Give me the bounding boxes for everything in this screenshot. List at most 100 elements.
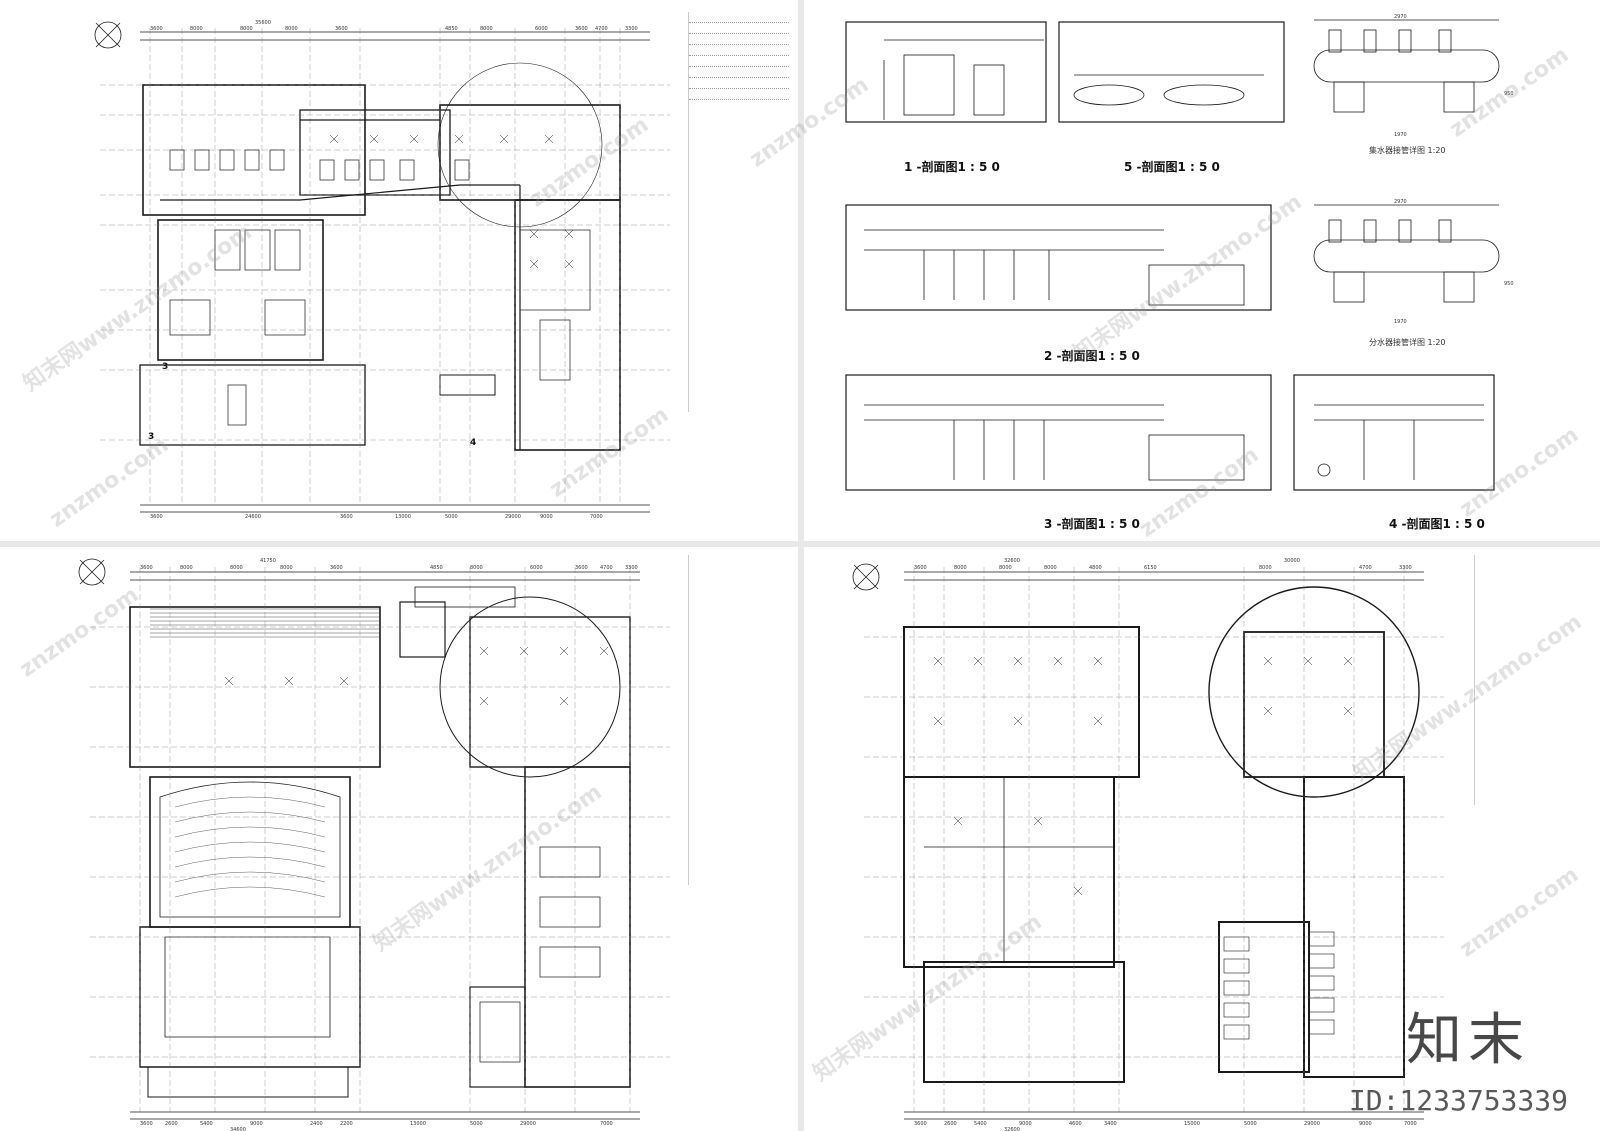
svg-text:8000: 8000 — [954, 565, 967, 571]
equipment-legend-3 — [1474, 555, 1575, 805]
second-floor-drawing: 3600 8000 8000 8000 4800 32600 6150 30000 8000… — [852, 558, 1444, 1131]
detail2-dim-top: 2970 — [1394, 199, 1407, 205]
svg-text:32600: 32600 — [1004, 558, 1020, 564]
svg-text:8000: 8000 — [180, 565, 193, 571]
svg-text:6150: 6150 — [1144, 565, 1157, 571]
svg-text:2400: 2400 — [310, 1121, 323, 1127]
equipment-legend — [688, 12, 789, 412]
section-title-1: 1 -剖面图1 : 5 0 — [904, 160, 1000, 174]
section-title-5: 5 -剖面图1 : 5 0 — [1124, 160, 1220, 174]
svg-text:3600: 3600 — [150, 26, 163, 32]
svg-text:29000: 29000 — [520, 1121, 536, 1127]
sections-drawing: 2970 1970 2970 1970 950 950 — [845, 14, 1514, 491]
svg-text:7000: 7000 — [590, 514, 603, 520]
detail1-dim-top: 2970 — [1394, 14, 1407, 20]
svg-text:3600: 3600 — [140, 1121, 153, 1127]
north-arrow-icon-3 — [852, 563, 880, 591]
detail-title-distributor: 分水器接管详图 1:20 — [1369, 338, 1446, 347]
svg-text:6000: 6000 — [530, 565, 543, 571]
svg-text:8000: 8000 — [240, 26, 253, 32]
svg-text:35600: 35600 — [255, 20, 271, 26]
svg-text:8000: 8000 — [285, 26, 298, 32]
svg-text:3400: 3400 — [1104, 1121, 1117, 1127]
svg-text:24600: 24600 — [245, 514, 261, 520]
detail2-dim-height: 950 — [1504, 281, 1514, 287]
svg-text:15000: 15000 — [1184, 1121, 1200, 1127]
svg-text:3300: 3300 — [625, 26, 638, 32]
svg-text:3300: 3300 — [625, 565, 638, 571]
svg-text:4700: 4700 — [600, 565, 613, 571]
svg-text:32600: 32600 — [1004, 1127, 1020, 1131]
svg-text:8000: 8000 — [470, 565, 483, 571]
detail1-dim-bottom: 1970 — [1394, 132, 1407, 138]
svg-text:29000: 29000 — [505, 514, 521, 520]
sheet-divider-horizontal — [0, 541, 1600, 547]
svg-text:3600: 3600 — [140, 565, 153, 571]
svg-text:7000: 7000 — [1404, 1121, 1417, 1127]
svg-text:4700: 4700 — [595, 26, 608, 32]
brand-logo: 知末 — [1406, 1008, 1530, 1073]
svg-text:8000: 8000 — [280, 565, 293, 571]
svg-text:6000: 6000 — [535, 26, 548, 32]
svg-text:13000: 13000 — [395, 514, 411, 520]
svg-text:4600: 4600 — [1069, 1121, 1082, 1127]
svg-text:8000: 8000 — [1044, 565, 1057, 571]
svg-text:3600: 3600 — [150, 514, 163, 520]
svg-text:9000: 9000 — [1019, 1121, 1032, 1127]
svg-text:3600: 3600 — [335, 26, 348, 32]
svg-text:13000: 13000 — [410, 1121, 426, 1127]
sheet-sections: 2970 1970 2970 1970 950 950 1 -剖面图1 : 5 … — [804, 0, 1600, 541]
section-title-3: 3 -剖面图1 : 5 0 — [1044, 517, 1140, 531]
svg-text:41750: 41750 — [260, 558, 276, 564]
svg-text:9000: 9000 — [1359, 1121, 1372, 1127]
north-arrow-icon-2 — [78, 558, 106, 586]
svg-text:3600: 3600 — [575, 26, 588, 32]
svg-text:5400: 5400 — [974, 1121, 987, 1127]
section-title-2: 2 -剖面图1 : 5 0 — [1044, 349, 1140, 363]
svg-text:3600: 3600 — [340, 514, 353, 520]
svg-text:9000: 9000 — [250, 1121, 263, 1127]
detail1-dim-height: 950 — [1504, 91, 1514, 97]
svg-text:9000: 9000 — [540, 514, 553, 520]
svg-text:3300: 3300 — [1399, 565, 1412, 571]
svg-text:3600: 3600 — [330, 565, 343, 571]
svg-text:4850: 4850 — [445, 26, 458, 32]
svg-text:2600: 2600 — [944, 1121, 957, 1127]
svg-text:29000: 29000 — [1304, 1121, 1320, 1127]
svg-text:5400: 5400 — [200, 1121, 213, 1127]
svg-text:8000: 8000 — [480, 26, 493, 32]
zone-label-4: 4 — [470, 438, 477, 448]
sheet-second-floor-plan: 3600 8000 8000 8000 4800 32600 6150 30000 8000… — [804, 547, 1600, 1131]
svg-text:7000: 7000 — [600, 1121, 613, 1127]
svg-text:2200: 2200 — [340, 1121, 353, 1127]
north-arrow-icon — [94, 21, 122, 49]
svg-text:5000: 5000 — [1244, 1121, 1257, 1127]
section-title-4: 4 -剖面图1 : 5 0 — [1389, 517, 1485, 531]
svg-text:8000: 8000 — [1259, 565, 1272, 571]
equipment-legend-2 — [688, 555, 789, 885]
svg-text:4850: 4850 — [430, 565, 443, 571]
svg-text:4700: 4700 — [1359, 565, 1372, 571]
svg-text:4800: 4800 — [1089, 565, 1102, 571]
zone-label-3a: 3 — [162, 362, 169, 372]
svg-text:2600: 2600 — [165, 1121, 178, 1127]
svg-text:8000: 8000 — [230, 565, 243, 571]
svg-text:5000: 5000 — [470, 1121, 483, 1127]
svg-text:34600: 34600 — [230, 1127, 246, 1131]
svg-text:3600: 3600 — [575, 565, 588, 571]
detail-title-collector: 集水器接管详图 1:20 — [1369, 146, 1446, 155]
svg-text:8000: 8000 — [999, 565, 1012, 571]
svg-text:8000: 8000 — [190, 26, 203, 32]
svg-text:3600: 3600 — [914, 1121, 927, 1127]
svg-text:5000: 5000 — [445, 514, 458, 520]
sheet-divider-vertical — [798, 0, 804, 1131]
svg-text:3600: 3600 — [914, 565, 927, 571]
brand-id: ID:1233753339 — [1348, 1084, 1568, 1117]
detail2-dim-bottom: 1970 — [1394, 319, 1407, 325]
svg-text:30000: 30000 — [1284, 558, 1300, 564]
zone-label-3b: 3 — [148, 432, 155, 442]
